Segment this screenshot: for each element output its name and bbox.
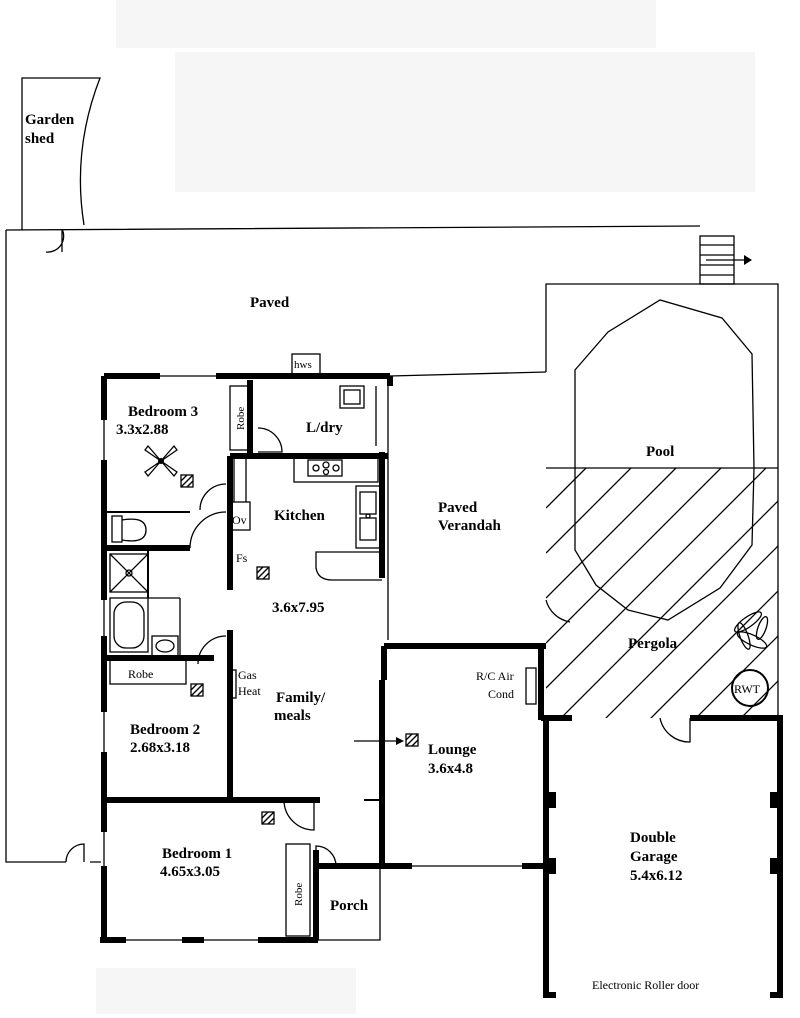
gas-heat-label-line2: Heat (238, 684, 261, 698)
garden-shed-label-line2: shed (25, 131, 55, 147)
oven-box (229, 501, 251, 531)
family-label-line2: meals (274, 708, 311, 724)
air-cond-box (525, 667, 537, 705)
pool-label: Pool (646, 444, 674, 460)
robe-bedroom3-label: Robe (235, 407, 247, 430)
garage-label-line2: Garage (630, 849, 678, 865)
verandah-door-swing (545, 599, 571, 623)
air-cond-label-line1: R/C Air (476, 669, 514, 683)
bedroom3-label: Bedroom 3 (128, 404, 198, 420)
robe-bedroom2 (109, 659, 187, 685)
air-cond-label-line2: Cond (488, 687, 514, 701)
kitchen-island (315, 551, 382, 581)
ceiling-fan-icon (144, 444, 178, 478)
gas-heat-label-line1: Gas (238, 668, 257, 682)
bedroom3-door-swing (199, 483, 227, 511)
bath-door-swing (189, 511, 227, 549)
bedroom2-label: Bedroom 2 (130, 722, 200, 738)
garden-shed-label-line1: Garden (25, 112, 75, 128)
paved-verandah-label-line2: Verandah (438, 518, 501, 534)
lounge-size: 3.6x4.8 (428, 761, 473, 777)
robe-bedroom2-label: Robe (128, 667, 153, 681)
oven-label: Ov (232, 513, 247, 527)
heating-vent-icons (180, 474, 419, 825)
kitchen-sink (355, 485, 383, 549)
bathroom-fixtures (104, 511, 190, 658)
porch-label: Porch (330, 898, 369, 914)
rwt-label: RWT (734, 682, 761, 696)
paved-label: Paved (250, 295, 290, 311)
porch-outline (318, 866, 381, 941)
garden-shed-outline (21, 77, 101, 230)
lounge-label: Lounge (428, 742, 477, 758)
garage-walls (541, 715, 783, 998)
family-label-line1: Family/ (276, 690, 326, 706)
porch-door-swing (315, 845, 337, 867)
laundry-tub (339, 385, 365, 409)
laundry-label: L/dry (306, 420, 343, 436)
bedroom1-label: Bedroom 1 (162, 846, 232, 862)
kitchen-size: 3.6x7.95 (272, 600, 325, 616)
rainwater-tank-icon (731, 669, 769, 707)
bedroom2-door-swing (197, 635, 227, 665)
redacted-address-block (175, 52, 755, 192)
robe-bedroom1-label: Robe (293, 883, 305, 906)
redacted-footer-block (96, 968, 356, 1014)
hws-label: hws (294, 359, 312, 371)
boundary-line (5, 225, 701, 863)
redacted-header-block (116, 0, 656, 48)
side-gate-swing (65, 843, 85, 863)
pergola-label: Pergola (628, 636, 678, 652)
garage-size: 5.4x6.12 (630, 868, 683, 884)
plant-icon (733, 611, 769, 650)
pergola-hatching (546, 468, 778, 718)
cooktop-icon (293, 455, 379, 483)
paved-verandah-label-line1: Paved (438, 500, 478, 516)
robe-bedroom3 (229, 385, 251, 451)
bedroom1-door-swing (283, 799, 315, 831)
hws-box (291, 353, 321, 375)
garage-door-swing (659, 717, 691, 743)
bedroom1-size: 4.65x3.05 (160, 864, 220, 880)
kitchen-label: Kitchen (274, 508, 325, 524)
verandah-edge (387, 371, 547, 640)
laundry-door-swing (257, 427, 283, 453)
roller-door-label: Electronic Roller door (592, 978, 699, 992)
robe-bedroom1 (285, 843, 311, 937)
fridge-label: Fs (236, 551, 248, 565)
shed-door-swing (45, 228, 65, 253)
windows (101, 373, 522, 943)
bedroom3-size: 3.3x2.88 (116, 422, 169, 438)
garage-label-line1: Double (630, 830, 676, 846)
steps (699, 235, 752, 285)
gas-heater-box (229, 669, 237, 699)
bedroom2-size: 2.68x3.18 (130, 740, 190, 756)
